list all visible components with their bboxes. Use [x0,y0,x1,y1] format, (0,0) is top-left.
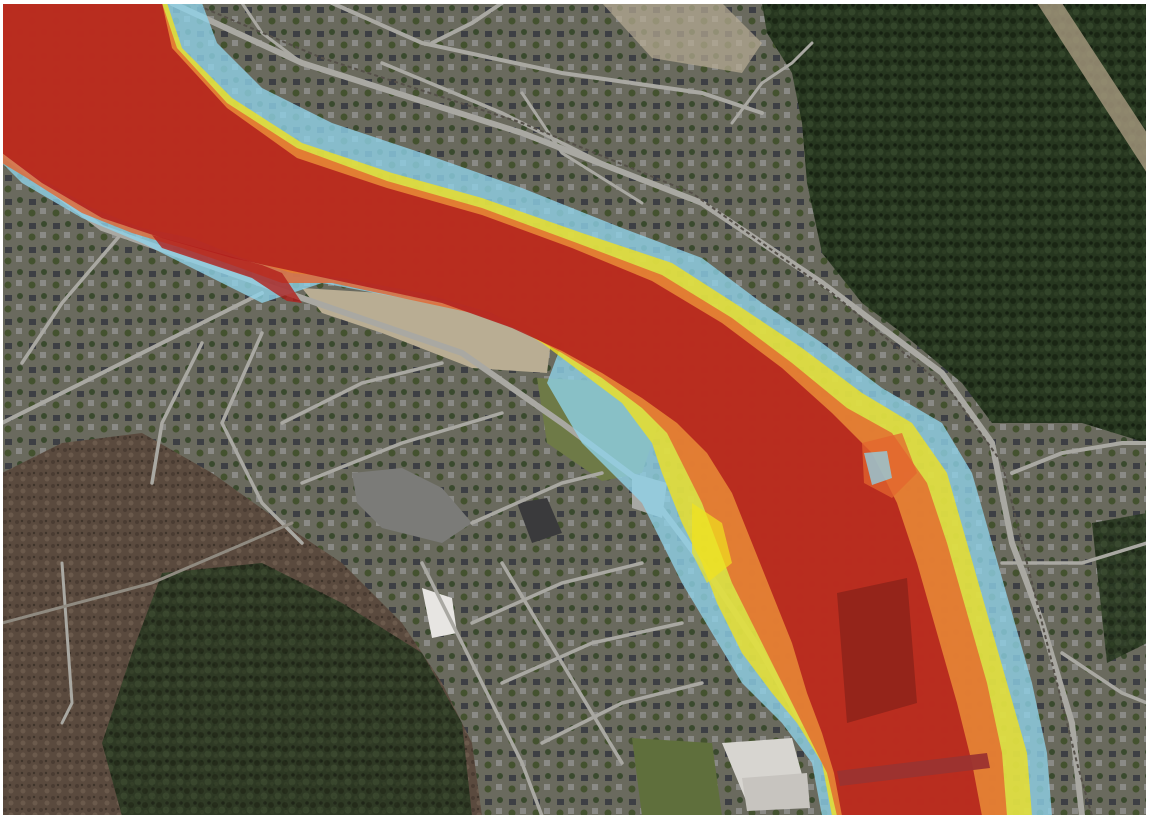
flood-spot-east-2 [864,451,892,485]
utility-corridor [1037,3,1147,173]
clearing-north [602,3,762,73]
aerial-map [2,3,1147,816]
forest-south-dark [102,563,472,816]
bridge-shadow [837,578,917,723]
flood-overlay [2,3,1052,816]
sand-area [302,288,552,373]
flood-bank-strip [152,235,302,303]
forest-east-strip [1092,513,1147,663]
flood-spot-west-bank [692,503,732,583]
rail-line [191,3,1093,816]
map-viewport[interactable] [2,3,1147,816]
bridge [837,753,990,786]
flood-zone-channel [2,3,982,816]
forest-north-east [762,3,1147,443]
field-south [632,738,722,816]
map-border [2,3,1147,816]
